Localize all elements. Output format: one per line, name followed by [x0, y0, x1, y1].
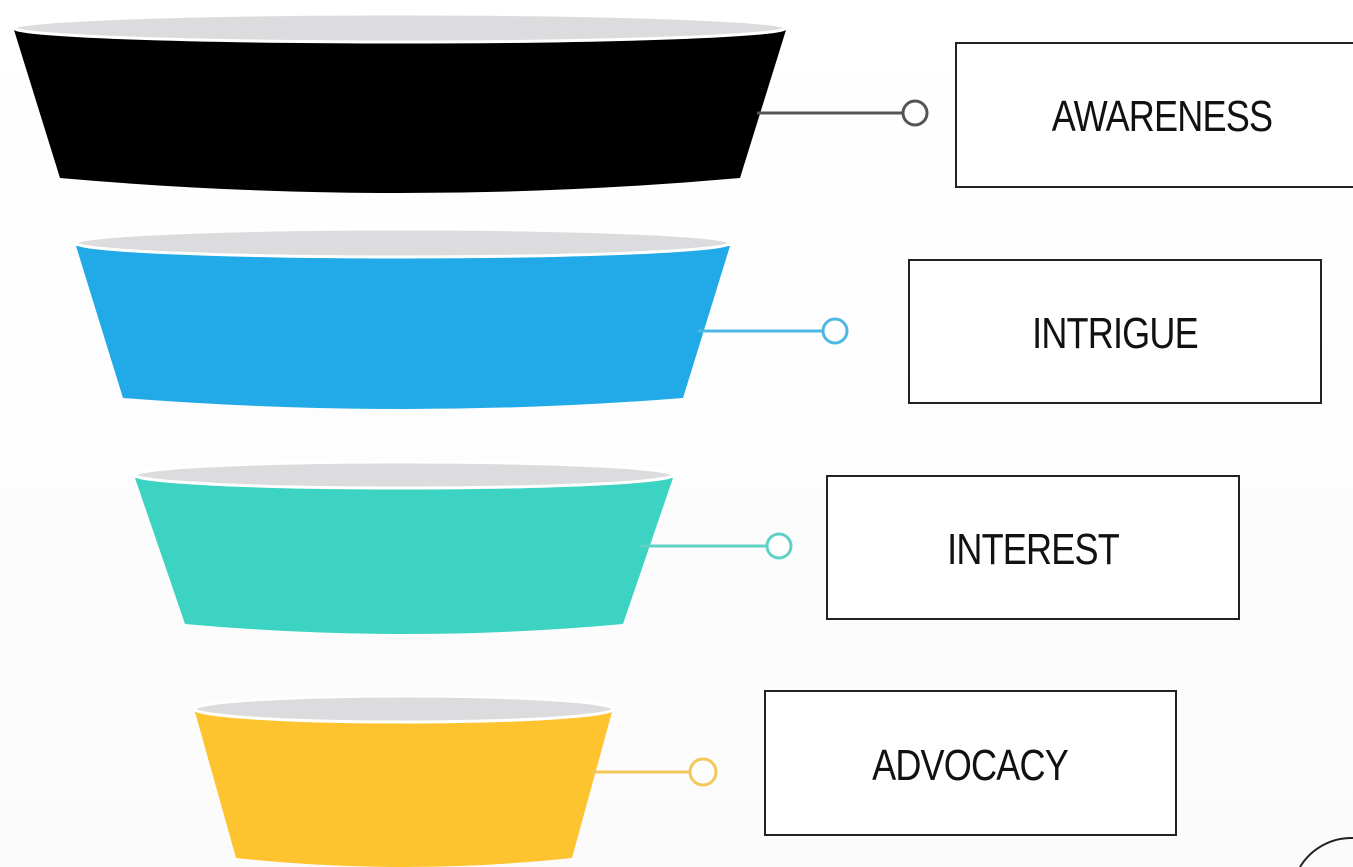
- label-interest: INTEREST: [947, 525, 1119, 574]
- funnel-rim-interest: [133, 460, 675, 490]
- connector-node-advocacy: [688, 757, 718, 787]
- stage-interest: INTEREST: [133, 460, 1240, 634]
- connector-node-interest: [765, 532, 793, 560]
- funnel-rim-advocacy: [193, 694, 615, 724]
- funnel-segment-awareness: [14, 30, 786, 193]
- stage-awareness: AWARENESS: [12, 12, 1353, 193]
- funnel-rim-intrigue: [74, 227, 732, 259]
- funnel-segment-intrigue: [76, 246, 730, 409]
- label-intrigue: INTRIGUE: [1032, 309, 1198, 358]
- corner-circle-decoration: [1299, 836, 1353, 867]
- label-box-interest: [826, 475, 1240, 620]
- label-advocacy: ADVOCACY: [872, 741, 1068, 790]
- label-box-awareness: [955, 42, 1353, 188]
- funnel-segment-interest: [135, 478, 673, 634]
- connector-node-awareness: [901, 99, 929, 127]
- label-box-intrigue: [908, 259, 1322, 404]
- label-box-advocacy: [764, 690, 1177, 836]
- connector-node-intrigue: [821, 317, 849, 345]
- funnel-rim-awareness: [12, 12, 788, 44]
- label-awareness: AWARENESS: [1052, 92, 1272, 141]
- funnel-segment-advocacy: [195, 712, 612, 867]
- stage-intrigue: INTRIGUE: [74, 227, 1322, 409]
- stage-advocacy: ADVOCACY: [193, 690, 1177, 867]
